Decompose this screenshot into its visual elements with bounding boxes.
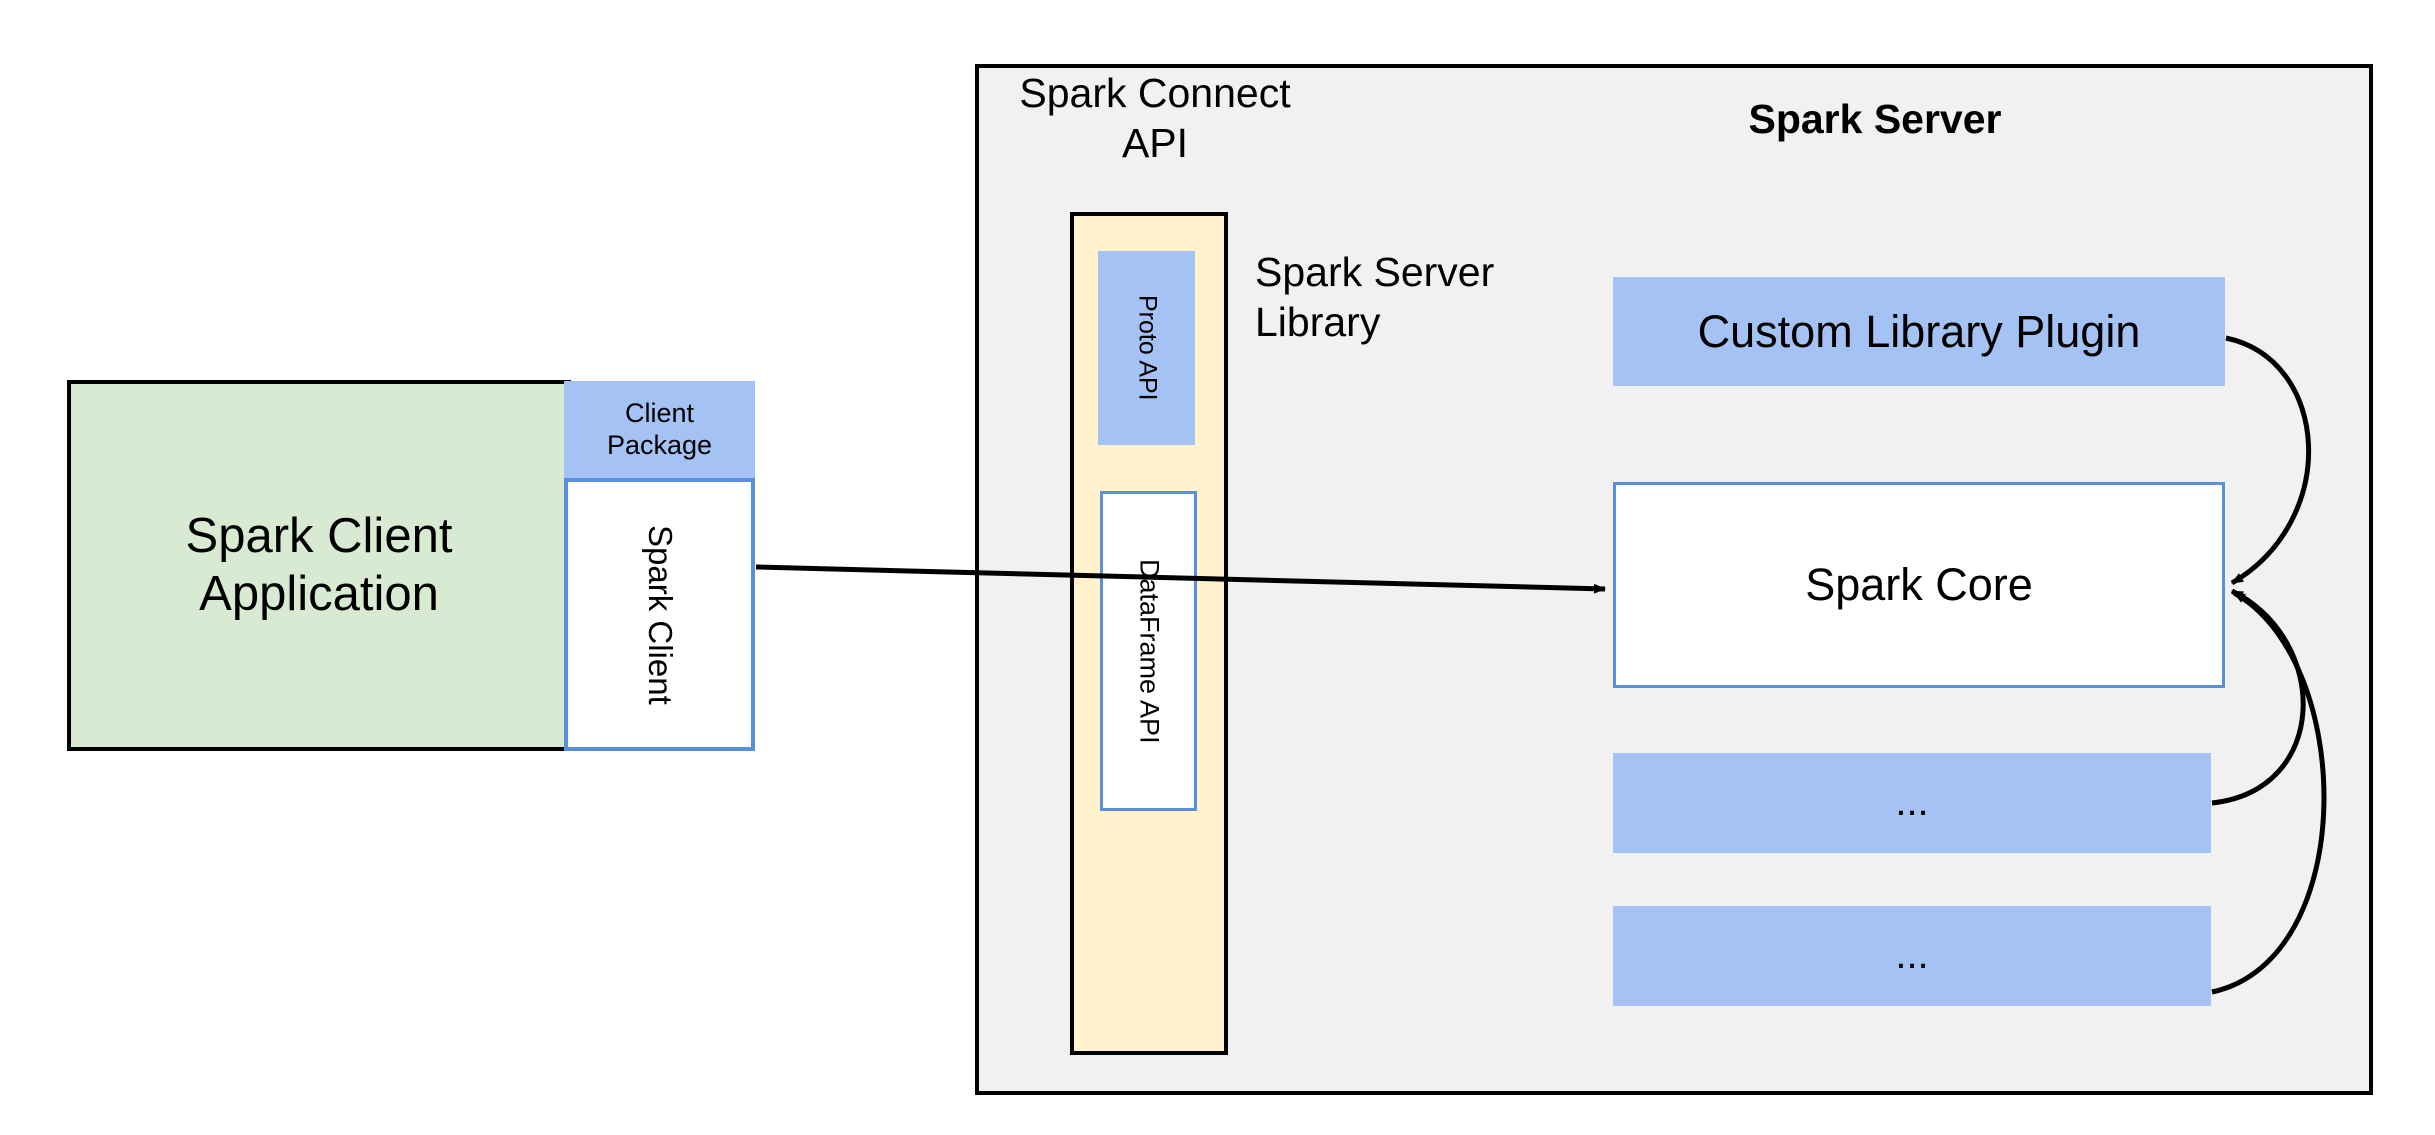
- proto-api-label: Proto API: [1133, 295, 1162, 401]
- dataframe-api-box[interactable]: DataFrame API: [1100, 491, 1197, 811]
- client-package-box[interactable]: Client Package: [564, 381, 755, 479]
- stack-placeholder-box-1[interactable]: ...: [1613, 753, 2211, 853]
- stack-placeholder-label-2: ...: [1895, 933, 1929, 978]
- spark-core-label: Spark Core: [1805, 559, 2033, 611]
- client-package-label: Client Package: [606, 398, 713, 460]
- spark-client-label: Spark Client: [641, 524, 679, 705]
- custom-library-plugin-box[interactable]: Custom Library Plugin: [1613, 277, 2225, 386]
- dataframe-api-label: DataFrame API: [1134, 558, 1165, 744]
- spark-connect-api-label: Spark Connect API: [1019, 70, 1291, 167]
- stack-placeholder-label-1: ...: [1895, 780, 1929, 825]
- spark-server-title: Spark Server: [1748, 96, 2002, 142]
- stack-placeholder-box-2[interactable]: ...: [1613, 906, 2211, 1006]
- proto-api-box[interactable]: Proto API: [1098, 251, 1195, 445]
- spark-client-application-box[interactable]: Spark Client Application: [67, 380, 571, 751]
- custom-library-plugin-label: Custom Library Plugin: [1697, 305, 2141, 357]
- spark-server-library-label: Spark Server Library: [1255, 249, 1495, 346]
- spark-core-box[interactable]: Spark Core: [1613, 482, 2225, 688]
- spark-client-box[interactable]: Spark Client: [564, 478, 755, 751]
- spark-client-application-label: Spark Client Application: [185, 508, 453, 621]
